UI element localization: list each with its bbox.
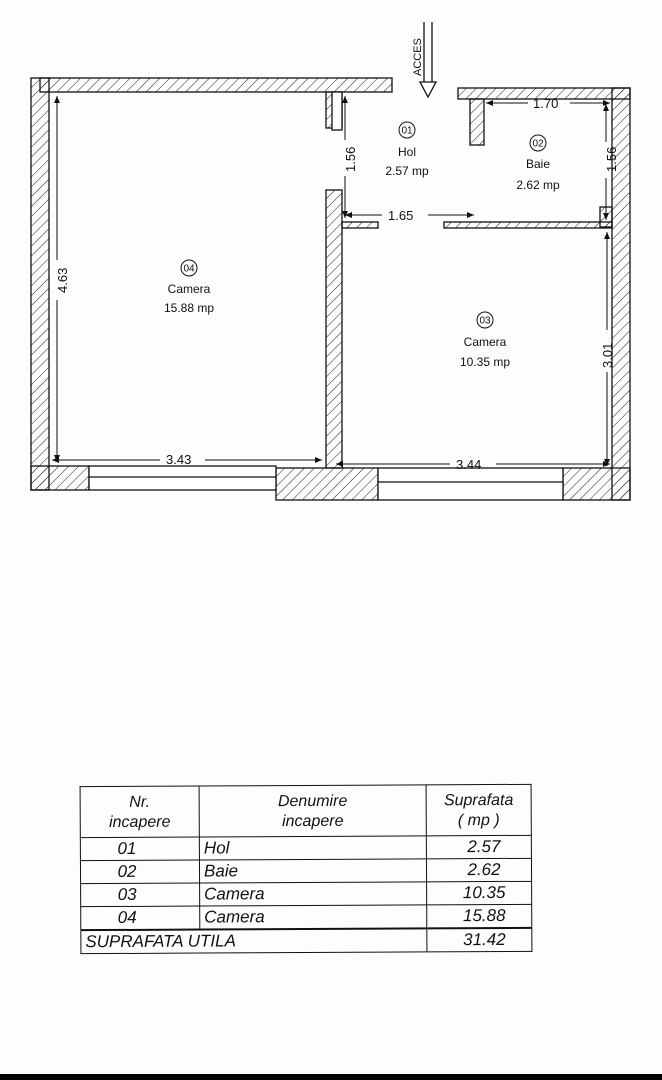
row-area: 15.88 [426,904,532,929]
room-label-03: 03 Camera 10.35 mp [460,311,510,369]
row-nr: 03 [80,883,200,907]
row-area: 10.35 [426,881,532,905]
room-area: 15.88 mp [164,301,214,315]
dim-room04-width: 3.43 [166,452,191,467]
header-nr-line2: incapere [109,813,171,832]
dimension-lines [52,96,610,467]
header-area: Suprafata ( mp ) [426,784,532,836]
row-area: 2.62 [426,858,532,882]
header-name-line2: incapere [282,812,344,831]
room-name: Camera [168,282,211,296]
room-label-02: 02 Baie 2.62 mp [516,134,560,192]
table-row: 01 Hol 2.57 [80,835,532,861]
room-area: 2.62 mp [516,178,560,192]
area-table: Nr. incapere Denumire incapere Suprafata… [80,784,533,954]
header-name-line1: Denumire [277,792,348,811]
header-nr-line1: Nr. [129,793,151,811]
dim-room04-height: 4.63 [55,268,70,293]
row-nr: 01 [80,837,200,861]
total-value: 31.42 [426,927,532,952]
dim-room03-height: 3.01 [600,343,615,368]
row-name: Camera [199,904,427,930]
walls [30,77,631,501]
room-number: 04 [183,264,195,275]
room-name: Camera [464,335,507,349]
row-nr: 04 [80,906,200,931]
table-total-row: SUPRAFATA UTILA 31.42 [80,927,532,954]
access-label: ACCES [412,38,424,76]
header-nr: Nr. incapere [80,786,200,838]
room-name: Hol [398,145,416,159]
row-name: Camera [199,881,427,907]
dim-baie-height: 1.56 [604,147,619,172]
header-area-line2: ( mp ) [457,811,500,830]
room-label-01: 01 Hol 2.57 mp [385,121,429,178]
table-row: 04 Camera 15.88 [80,904,532,931]
dim-hol-height: 1.56 [343,147,358,172]
bottom-edge-bar [0,1074,662,1080]
room-number: 03 [479,316,491,327]
header-area-line1: Suprafata [443,791,514,810]
row-nr: 02 [80,860,200,884]
row-name: Hol [199,835,427,861]
dim-hol-width: 1.65 [388,208,413,223]
room-area: 10.35 mp [460,355,510,369]
row-area: 2.57 [426,835,532,859]
room-area: 2.57 mp [385,164,429,178]
room-number: 02 [532,139,544,150]
row-name: Baie [199,858,427,884]
dim-room03-width: 3.44 [456,457,481,472]
floor-plan: ACCES 4.63 3.43 1.56 1.65 1.70 1.56 3.01… [30,22,631,501]
dim-baie-width: 1.70 [533,96,558,111]
access-arrow: ACCES [412,22,438,99]
header-name: Denumire incapere [199,784,427,838]
table-row: 03 Camera 10.35 [80,881,532,907]
total-label: SUPRAFATA UTILA [80,928,427,954]
table-row: 02 Baie 2.62 [80,858,532,884]
room-name: Baie [526,157,550,171]
room-label-04: 04 Camera 15.88 mp [164,259,214,315]
table-header-row: Nr. incapere Denumire incapere Suprafata… [80,784,532,838]
room-number: 01 [401,126,413,137]
